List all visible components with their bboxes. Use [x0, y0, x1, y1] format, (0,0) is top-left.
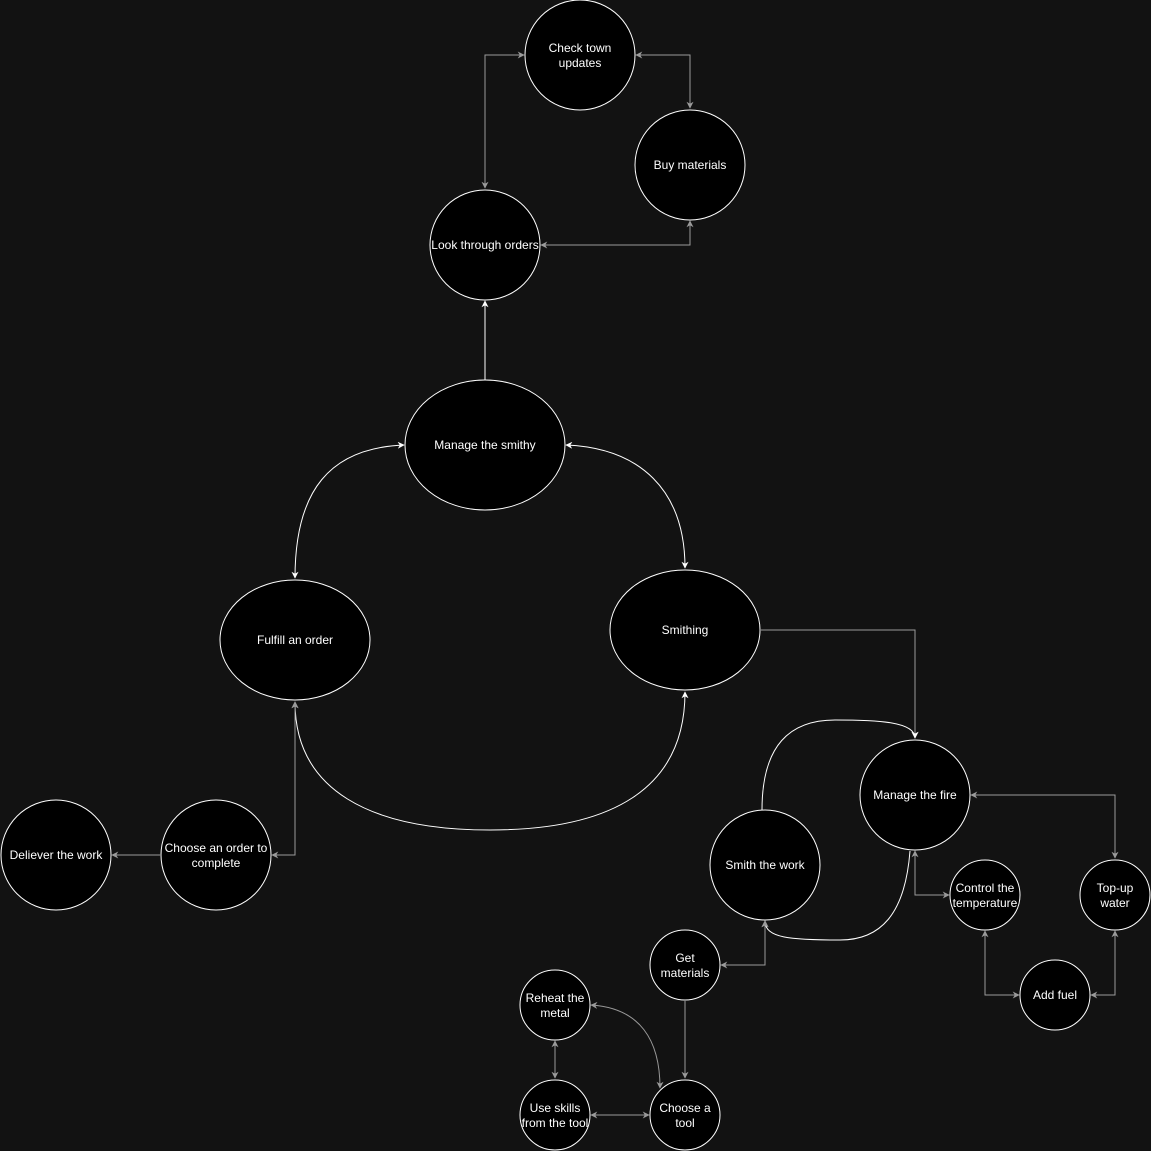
- edge-fire-temp: [911, 850, 950, 899]
- node-label-line: materials: [661, 966, 710, 980]
- node-label: Smith the work: [725, 858, 805, 872]
- edge-fire-smithwork: [761, 850, 911, 941]
- edge-smithing-fire: [761, 629, 919, 739]
- node-label-line: tool: [675, 1116, 694, 1130]
- node-label-line: Choose an order to: [165, 841, 268, 855]
- node-label: Fulfill an order: [257, 633, 333, 647]
- node-label-line: metal: [540, 1006, 569, 1020]
- node-label: Manage the smithy: [434, 438, 535, 452]
- node-label-line: updates: [559, 56, 602, 70]
- node-label-line: Check town: [549, 41, 612, 55]
- edge-smithy-smithing: [565, 441, 689, 569]
- edge-smithwork-fire: [761, 719, 919, 811]
- node-label-line: Control the: [956, 881, 1015, 895]
- node-add-fuel[interactable]: Add fuel: [1019, 959, 1091, 1031]
- edges: [111, 51, 1119, 1119]
- node-label-line: complete: [192, 856, 241, 870]
- node-smithing[interactable]: Smithing: [609, 569, 761, 691]
- edge-fulfill-smithing: [291, 691, 689, 831]
- edge-fire-water: [970, 791, 1119, 859]
- node-label: Add fuel: [1033, 988, 1077, 1002]
- edge-buy-orders: [540, 220, 694, 249]
- node-label: Look through orders: [431, 238, 538, 252]
- node-label-line: Get: [675, 951, 695, 965]
- node-label: Deliever the work: [10, 848, 104, 862]
- node-smith-work[interactable]: Smith the work: [709, 809, 821, 921]
- node-manage-fire[interactable]: Manage the fire: [859, 739, 971, 851]
- node-buy-materials[interactable]: Buy materials: [634, 109, 746, 221]
- node-fulfill-order[interactable]: Fulfill an order: [219, 579, 371, 701]
- node-label-line: temperature: [953, 896, 1018, 910]
- edge-smithy-fulfill: [291, 441, 405, 579]
- node-deliver-work[interactable]: Deliever the work: [0, 799, 112, 911]
- node-look-through-orders[interactable]: Look through orders: [429, 189, 541, 301]
- edge-temp-fuel: [981, 930, 1020, 999]
- edge-smithwork-getmat: [720, 920, 769, 969]
- node-label: Buy materials: [654, 158, 727, 172]
- node-label-line: Choose a: [659, 1101, 711, 1115]
- node-label-line: water: [1099, 896, 1129, 910]
- node-manage-smithy[interactable]: Manage the smithy: [404, 379, 566, 511]
- node-label: Manage the fire: [873, 788, 957, 802]
- node-label-line: from the tool: [522, 1116, 589, 1130]
- edge-reheat-tool: [590, 1001, 664, 1089]
- node-label-line: Use skills: [530, 1101, 581, 1115]
- edge-check-buy: [635, 51, 694, 109]
- edge-fulfill-chooseorder: [271, 701, 299, 859]
- node-label-line: Reheat the: [526, 991, 585, 1005]
- node-label: Smithing: [662, 623, 709, 637]
- edge-orders-check: [481, 51, 525, 189]
- edge-fuel-water: [1090, 930, 1119, 999]
- node-label-line: Top-up: [1097, 881, 1134, 895]
